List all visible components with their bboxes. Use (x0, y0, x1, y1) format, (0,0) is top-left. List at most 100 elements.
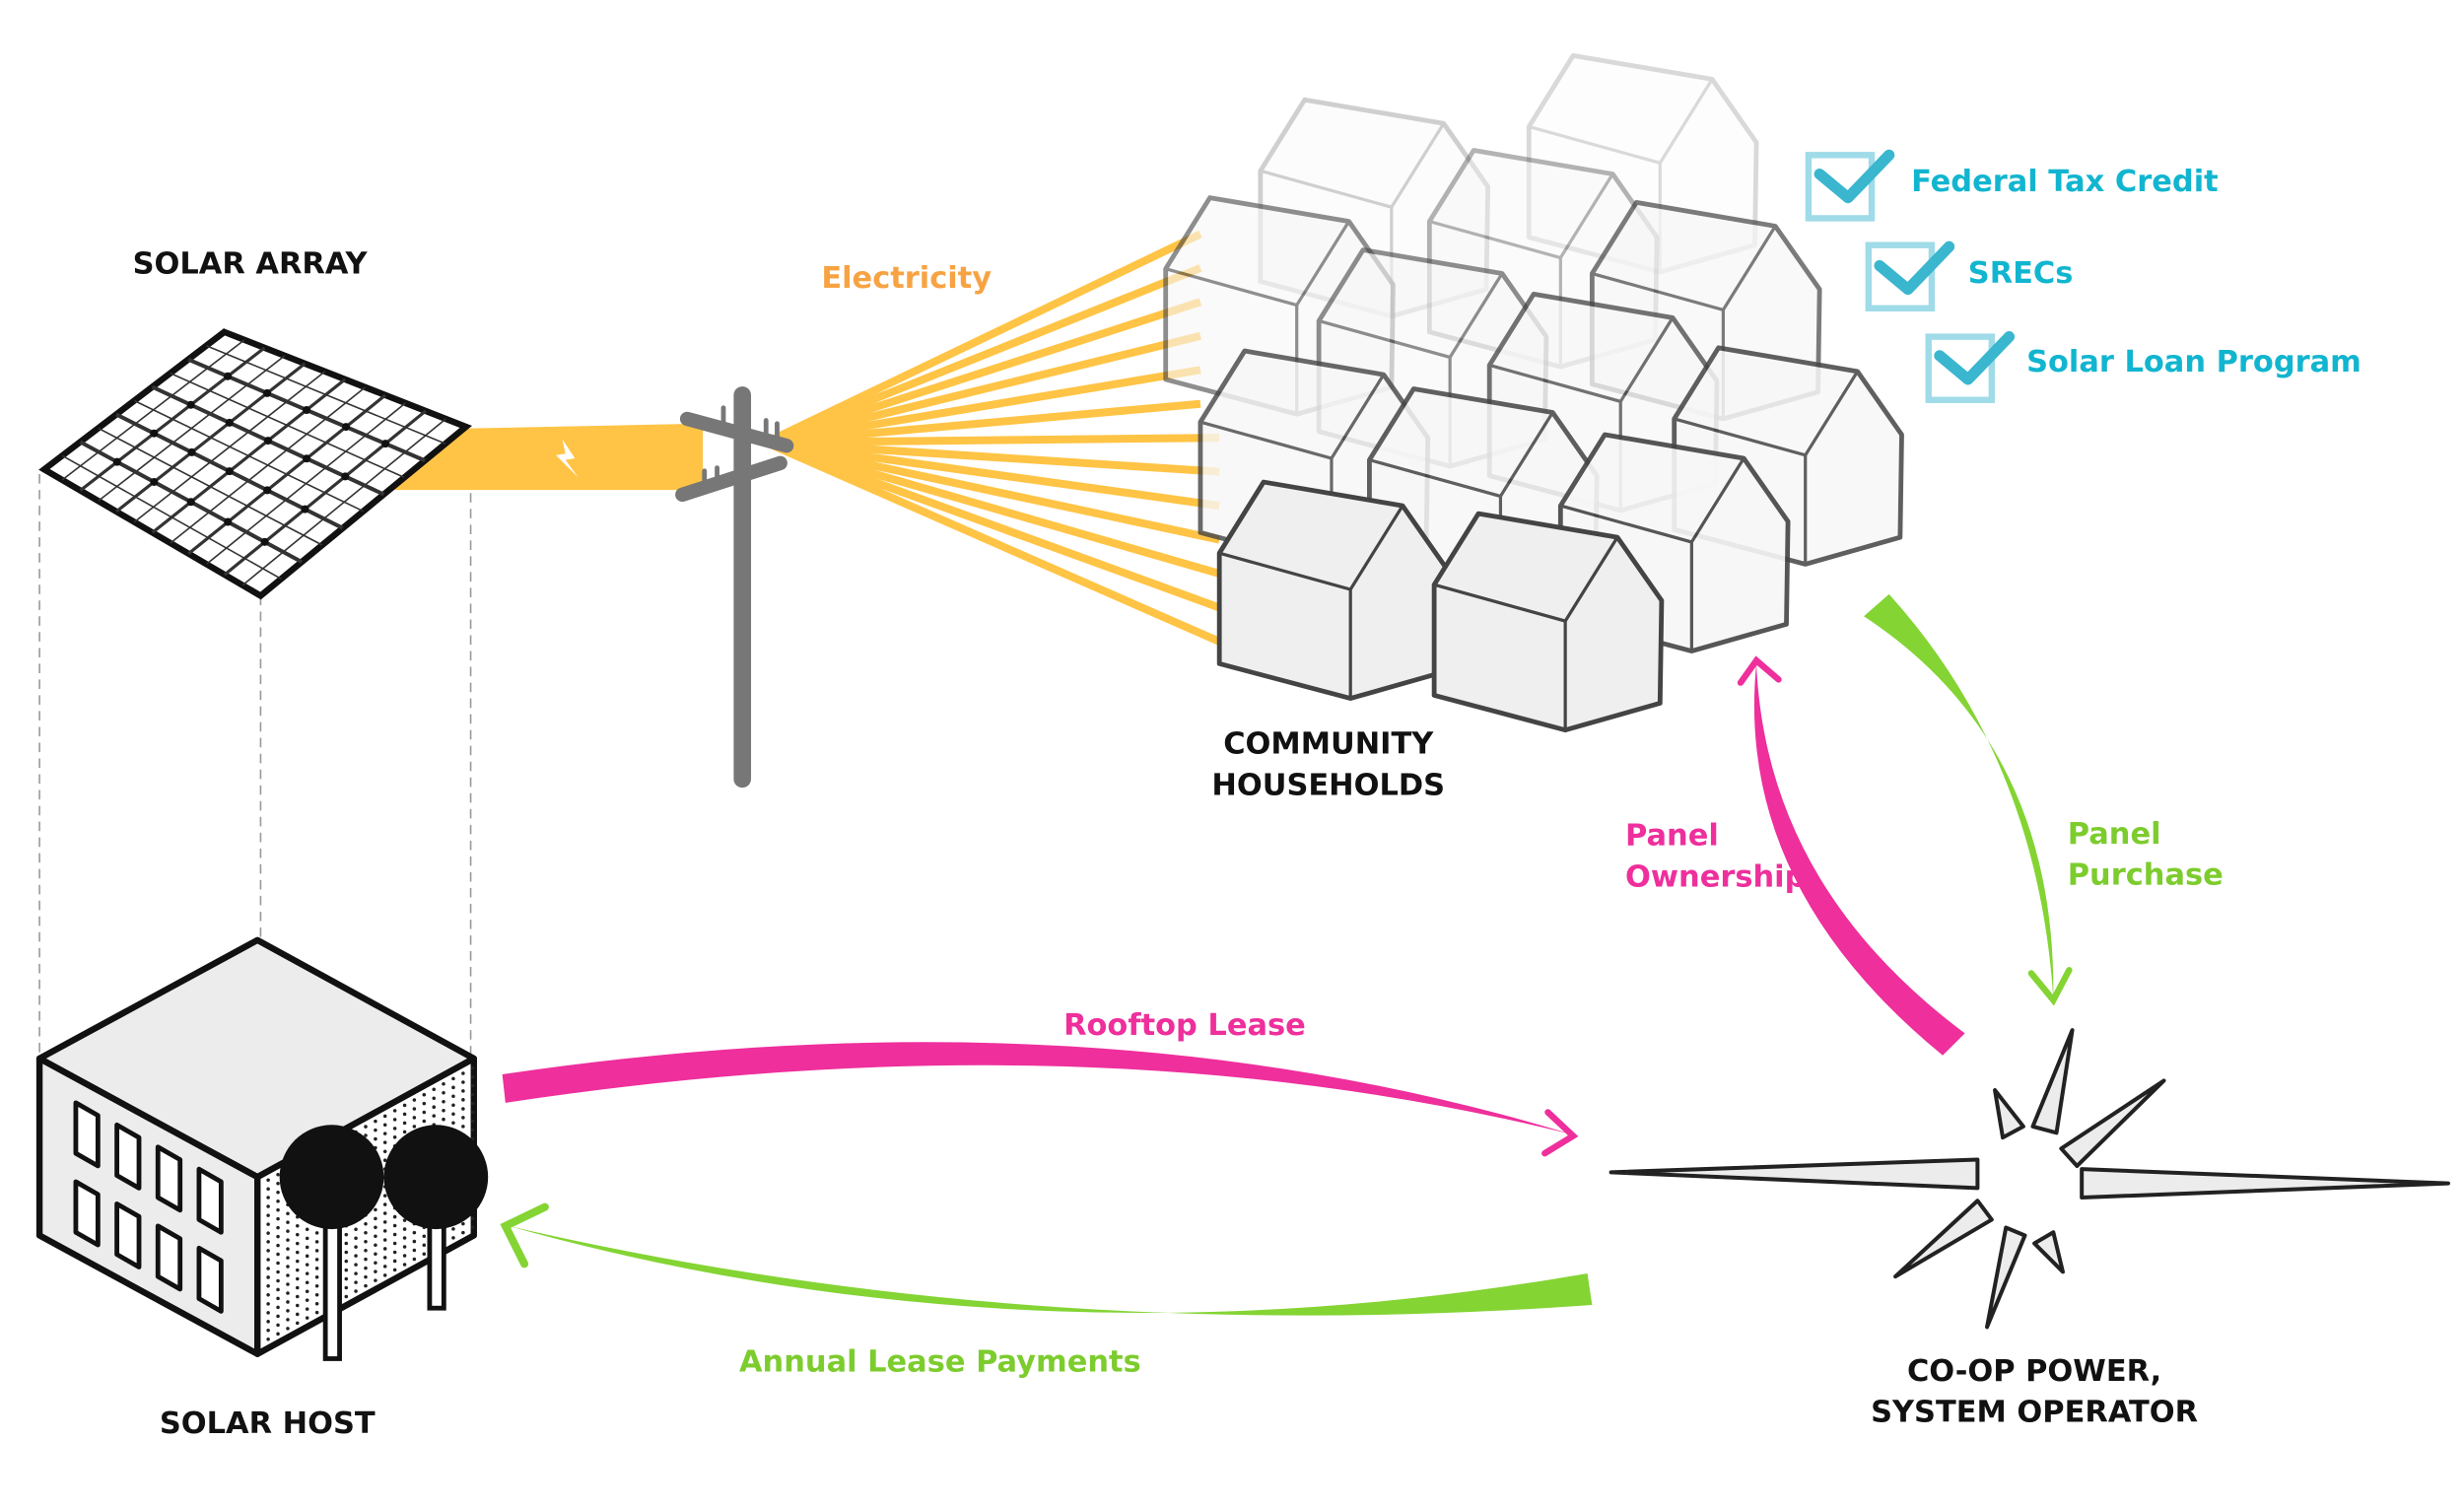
texture-dot (382, 1273, 387, 1277)
texture-dot (354, 1271, 358, 1275)
panel-grid-line (170, 372, 405, 479)
house-roof-line (1428, 172, 1614, 260)
texture-dot (305, 1254, 309, 1259)
texture-dot (305, 1289, 309, 1293)
house-roof-line (1260, 122, 1446, 210)
texture-dot (276, 1216, 280, 1221)
texture-dot (470, 1110, 475, 1115)
window-icon (196, 1245, 224, 1314)
texture-dot (412, 1107, 417, 1111)
texture-dot (461, 1071, 465, 1075)
texture-dot (276, 1269, 280, 1274)
texture-dot (276, 1287, 280, 1292)
texture-dot (266, 1329, 270, 1333)
texture-dot (392, 1241, 397, 1246)
panel-node (112, 457, 121, 466)
texture-dot (364, 1274, 368, 1279)
texture-dot (422, 1243, 427, 1248)
panel-node (225, 467, 234, 476)
power-line (765, 439, 1221, 578)
texture-dot (305, 1263, 309, 1267)
window-icon (196, 1166, 224, 1235)
texture-dot (344, 1259, 349, 1264)
texture-dot (266, 1240, 270, 1244)
texture-dot (382, 1149, 387, 1153)
panel-node (263, 486, 272, 495)
texture-dot (432, 1087, 436, 1092)
panel-node (381, 440, 390, 448)
texture-dot (286, 1300, 290, 1304)
texture-dot (364, 1230, 368, 1235)
panel-ownership-label: Panel (1625, 819, 1719, 854)
texture-dot (314, 1267, 319, 1270)
texture-dot (276, 1225, 280, 1230)
texture-dot (451, 1085, 455, 1090)
texture-dot (382, 1256, 387, 1260)
texture-dot (314, 1258, 319, 1262)
power-line (765, 439, 1220, 511)
texture-dot (276, 1234, 280, 1239)
texture-dot (461, 1221, 465, 1226)
texture-dot (286, 1211, 290, 1215)
coop-power-label: CO-OP POWER, (1907, 1354, 2161, 1389)
texture-dot (276, 1278, 280, 1283)
solar-host-label: SOLAR HOST (160, 1406, 376, 1441)
texture-dot (422, 1101, 427, 1106)
texture-dot (374, 1243, 377, 1248)
texture-dot (305, 1271, 309, 1275)
incentive-label: Solar Loan Program (2026, 345, 2361, 379)
checkbox-icon (1925, 333, 1996, 403)
texture-dot (305, 1236, 309, 1241)
texture-dot (344, 1285, 349, 1290)
texture-dot (382, 1194, 387, 1198)
texture-dot (266, 1187, 270, 1191)
texture-dot (470, 1083, 475, 1088)
texture-dot (364, 1283, 368, 1288)
house-roof-line (1528, 78, 1714, 166)
texture-dot (392, 1118, 397, 1122)
texture-dot (402, 1121, 407, 1126)
texture-dot (402, 1245, 407, 1249)
texture-dot (382, 1158, 387, 1162)
projection-lines (38, 430, 472, 1059)
texture-dot (412, 1257, 417, 1262)
texture-dot (392, 1232, 397, 1237)
texture-dot (470, 1225, 475, 1229)
texture-dot (374, 1278, 377, 1282)
texture-dot (286, 1282, 290, 1286)
texture-dot (276, 1332, 280, 1337)
texture-dot (276, 1252, 280, 1257)
panel-grid-line (98, 427, 323, 546)
texture-dot (374, 1234, 377, 1239)
panel-ownership-label-2: Ownership (1625, 859, 1806, 894)
texture-dot (364, 1248, 368, 1253)
texture-dot (382, 1140, 387, 1144)
texture-dot (314, 1284, 319, 1288)
texture-dot (266, 1311, 270, 1315)
texture-dot (451, 1236, 455, 1240)
texture-dot (266, 1231, 270, 1235)
electricity-band (394, 423, 704, 491)
window-icon (114, 1122, 142, 1191)
texture-dot (314, 1275, 319, 1279)
texture-dot (402, 1218, 407, 1222)
texture-dot (392, 1127, 397, 1131)
texture-dot (276, 1305, 280, 1310)
texture-dot (286, 1265, 290, 1269)
texture-dot (461, 1230, 465, 1235)
texture-dot (266, 1338, 270, 1341)
power-lines (764, 230, 1221, 646)
texture-dot (470, 1065, 475, 1070)
texture-dot (314, 1240, 319, 1244)
checkmark-icon (1814, 149, 1895, 204)
power-line (765, 399, 1201, 446)
texture-dot (392, 1250, 397, 1255)
texture-dot (354, 1289, 358, 1293)
texture-dot (305, 1280, 309, 1284)
texture-dot (276, 1207, 280, 1212)
window-icon (73, 1100, 101, 1169)
texture-dot (296, 1321, 300, 1326)
texture-dot (276, 1181, 280, 1186)
power-line (764, 264, 1202, 446)
